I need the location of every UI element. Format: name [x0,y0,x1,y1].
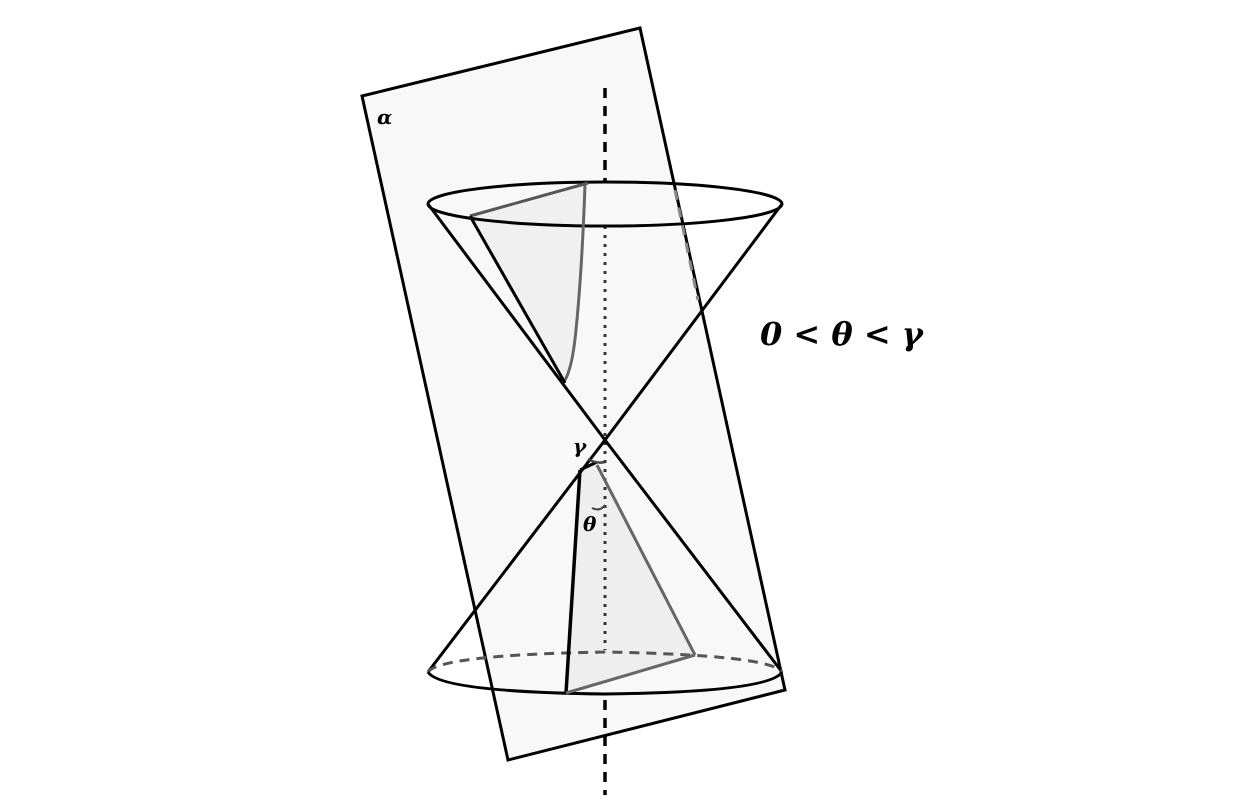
condition-label: 0 < θ < γ [760,315,925,353]
upper-section-chord [469,181,589,218]
lower-section-right-edge [595,464,697,656]
theta-angle-arc [591,504,606,511]
upper-cone-right-edge [603,203,784,441]
section-region-upper [470,183,585,383]
gamma-label: γ [573,434,587,458]
lower-cone-rim-back [426,650,784,674]
gamma-angle-arc [587,457,606,464]
section-region-lower [565,462,695,693]
lower-cone-right-edge [603,439,784,673]
lower-section-base [565,653,696,695]
lower-section-top [579,460,598,472]
lower-section-left-edge [564,469,582,694]
upper-section-edge [468,215,567,384]
lower-cone-rim-front [426,671,784,696]
theta-label: θ [583,512,597,536]
upper-section-curve [561,184,587,384]
upper-cone-left-edge [426,203,607,441]
plane-edge-hidden [673,189,700,301]
lower-cone-left-edge [426,439,607,673]
plane-label: α [377,105,392,129]
